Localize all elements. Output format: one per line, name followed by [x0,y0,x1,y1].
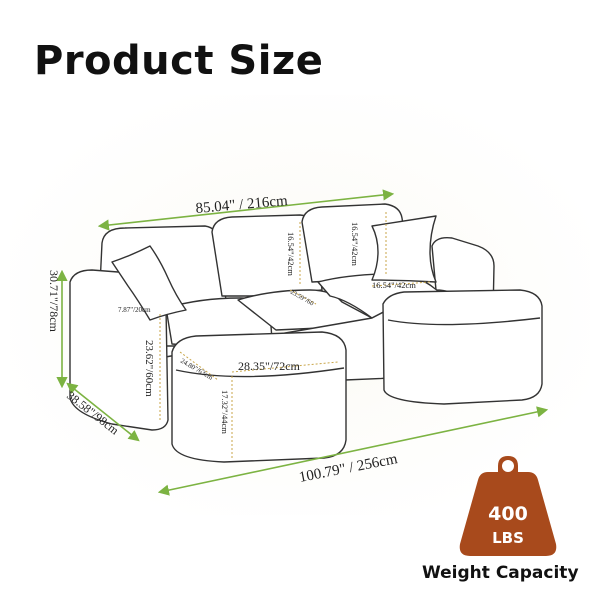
total-length-line [157,406,549,496]
armrest-width-label: 7.87"/20cm [118,306,151,314]
page-title: Product Size [34,38,324,84]
weight-unit: LBS [492,529,524,547]
weight-badge: 400 LBS [459,456,557,556]
ottoman-left [171,331,347,463]
weight-ring [502,460,514,472]
dimension-lines [56,189,549,496]
ottoman-right [382,289,543,405]
weight-icon [459,456,557,556]
inner-guides [159,212,431,458]
weight-caption: Weight Capacity [422,563,579,583]
pillow-left [111,245,187,321]
ottoman-width-label: 28.35"/72cm [238,359,301,373]
sofa-outline [69,203,543,463]
ottoman-left-top-edge [175,367,345,378]
pillow-right [371,215,437,283]
depth-line [66,382,140,442]
ottoman-height-label: 17.32"/44cm [220,390,230,434]
height-label: 30.71"/78cm [47,270,61,333]
weight-value: 400 [488,503,528,525]
back-height-label-2: 16.54"/42cm [350,222,360,266]
seat-height-label: 23.62"/60cm [143,340,155,397]
back-height-label-1: 16.54"/42cm [286,232,296,276]
overall-width-line [97,189,395,231]
ottoman-right-top-edge [387,317,541,326]
cushion-width-label: 16.54"/42cm [372,280,416,290]
